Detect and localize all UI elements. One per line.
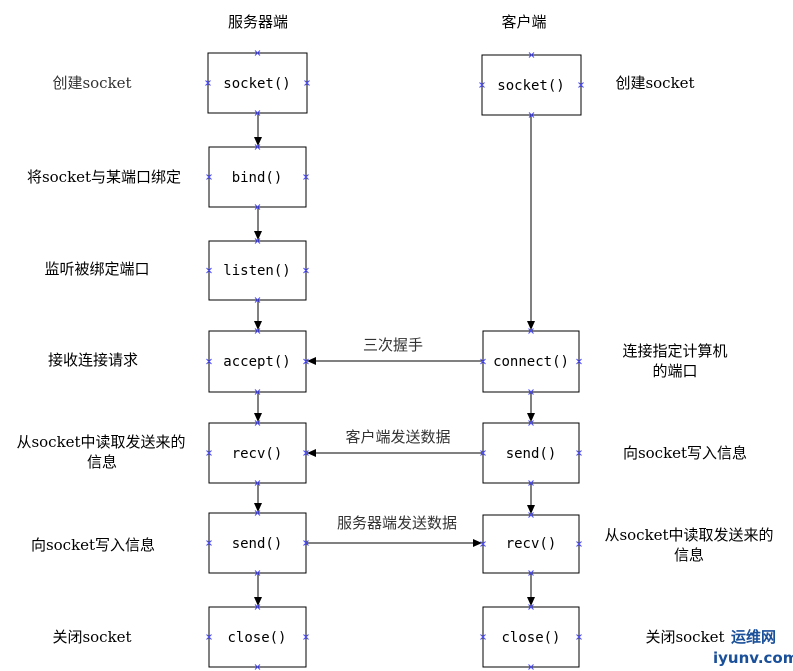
connection-marker	[480, 450, 486, 456]
server-desc-bind: 将socket与某端口绑定	[27, 168, 181, 186]
connection-marker	[528, 420, 534, 426]
server-send-call: send()	[232, 536, 283, 552]
server-socket-call: socket()	[223, 76, 290, 92]
connection-marker	[254, 238, 261, 244]
client-send-label: 客户端发送数据	[345, 428, 450, 446]
connection-markers	[205, 50, 584, 670]
client-desc-socket: 创建socket	[615, 74, 694, 92]
watermark-line1: 运维网	[731, 628, 776, 646]
server-box-close: close()	[208, 606, 307, 668]
connection-marker	[528, 604, 534, 610]
connection-marker	[254, 664, 261, 670]
connection-marker	[576, 358, 582, 365]
client-recv-call: recv()	[506, 536, 557, 552]
server-send-label: 服务器端发送数据	[337, 514, 457, 532]
connection-marker	[528, 664, 534, 670]
server-box-listen: listen()	[208, 240, 307, 301]
connection-marker	[254, 570, 261, 576]
server-listen-call: listen()	[223, 263, 290, 279]
connection-marker	[206, 634, 212, 640]
connection-marker	[528, 480, 534, 486]
client-box-close: close()	[482, 606, 580, 668]
server-box-recv: recv()	[208, 422, 307, 484]
client-box-socket: socket()	[481, 54, 582, 116]
client-desc-close: 关闭socket	[645, 628, 724, 646]
connection-marker	[528, 52, 535, 58]
connection-marker	[576, 450, 582, 456]
server-desc-send: 向socket写入信息	[31, 536, 155, 554]
connection-marker	[528, 512, 534, 518]
message-arrows	[306, 357, 482, 547]
connection-marker	[576, 541, 582, 547]
server-column-title: 服务器端	[228, 13, 288, 31]
connection-marker	[254, 204, 261, 210]
server-box-accept: accept()	[208, 330, 307, 393]
connection-marker	[576, 634, 582, 640]
connection-marker	[254, 510, 261, 516]
connection-marker	[254, 420, 261, 426]
connection-marker	[480, 634, 486, 640]
server-desc-socket: 创建socket	[52, 74, 131, 92]
client-desc-recv-line1: 从socket中读取发送来的	[604, 526, 773, 544]
client-desc-connect-line1: 连接指定计算机	[622, 342, 727, 360]
connection-marker	[254, 480, 261, 486]
connection-marker	[206, 540, 212, 546]
server-box-bind: bind()	[208, 146, 307, 208]
connection-marker	[206, 267, 212, 274]
client-desc-send: 向socket写入信息	[623, 444, 747, 462]
handshake-label: 三次握手	[363, 336, 423, 354]
server-desc-listen: 监听被绑定端口	[44, 260, 149, 278]
connection-marker	[304, 80, 310, 86]
connection-marker	[254, 110, 261, 116]
connection-marker	[479, 82, 485, 88]
connection-marker	[528, 112, 535, 118]
server-box-socket: socket()	[207, 52, 308, 114]
client-send-call: send()	[506, 446, 557, 462]
client-desc-recv-line2: 信息	[674, 546, 704, 564]
client-column-title: 客户端	[501, 13, 546, 31]
client-box-connect: connect()	[482, 330, 580, 393]
connection-marker	[254, 144, 261, 150]
connection-marker	[303, 174, 309, 180]
server-desc-accept: 接收连接请求	[48, 351, 138, 369]
client-socket-call: socket()	[497, 78, 564, 94]
client-close-call: close()	[501, 630, 560, 646]
server-desc-close: 关闭socket	[52, 628, 131, 646]
connection-marker	[303, 358, 309, 365]
connection-marker	[254, 50, 261, 56]
server-accept-call: accept()	[223, 354, 290, 370]
server-bind-call: bind()	[232, 170, 283, 186]
connection-marker	[303, 267, 309, 274]
connection-marker	[206, 174, 212, 180]
connection-marker	[206, 358, 212, 365]
connection-marker	[528, 570, 534, 576]
connection-marker	[206, 450, 212, 456]
client-connect-call: connect()	[493, 354, 569, 370]
watermark: 运维网 iyunv.com	[713, 628, 793, 667]
server-close-call: close()	[227, 630, 286, 646]
connection-marker	[254, 297, 261, 303]
connection-marker	[303, 540, 309, 546]
connection-marker	[480, 358, 486, 365]
connection-marker	[578, 82, 584, 88]
watermark-line2: iyunv.com	[713, 649, 793, 667]
client-desc-connect-line2: 的端口	[652, 362, 697, 380]
connection-marker	[205, 80, 211, 86]
server-desc-recv-line1: 从socket中读取发送来的	[16, 433, 185, 451]
connection-marker	[303, 450, 309, 456]
connection-marker	[254, 328, 261, 334]
client-box-recv: recv()	[482, 514, 580, 574]
connection-marker	[528, 389, 534, 395]
connection-marker	[303, 634, 309, 640]
server-box-send: send()	[208, 512, 307, 574]
server-desc-recv-line2: 信息	[87, 453, 117, 471]
server-recv-call: recv()	[232, 446, 283, 462]
connection-marker	[528, 328, 534, 334]
client-box-send: send()	[482, 422, 580, 484]
connection-marker	[480, 541, 486, 547]
connection-marker	[254, 604, 261, 610]
connection-marker	[254, 389, 261, 395]
